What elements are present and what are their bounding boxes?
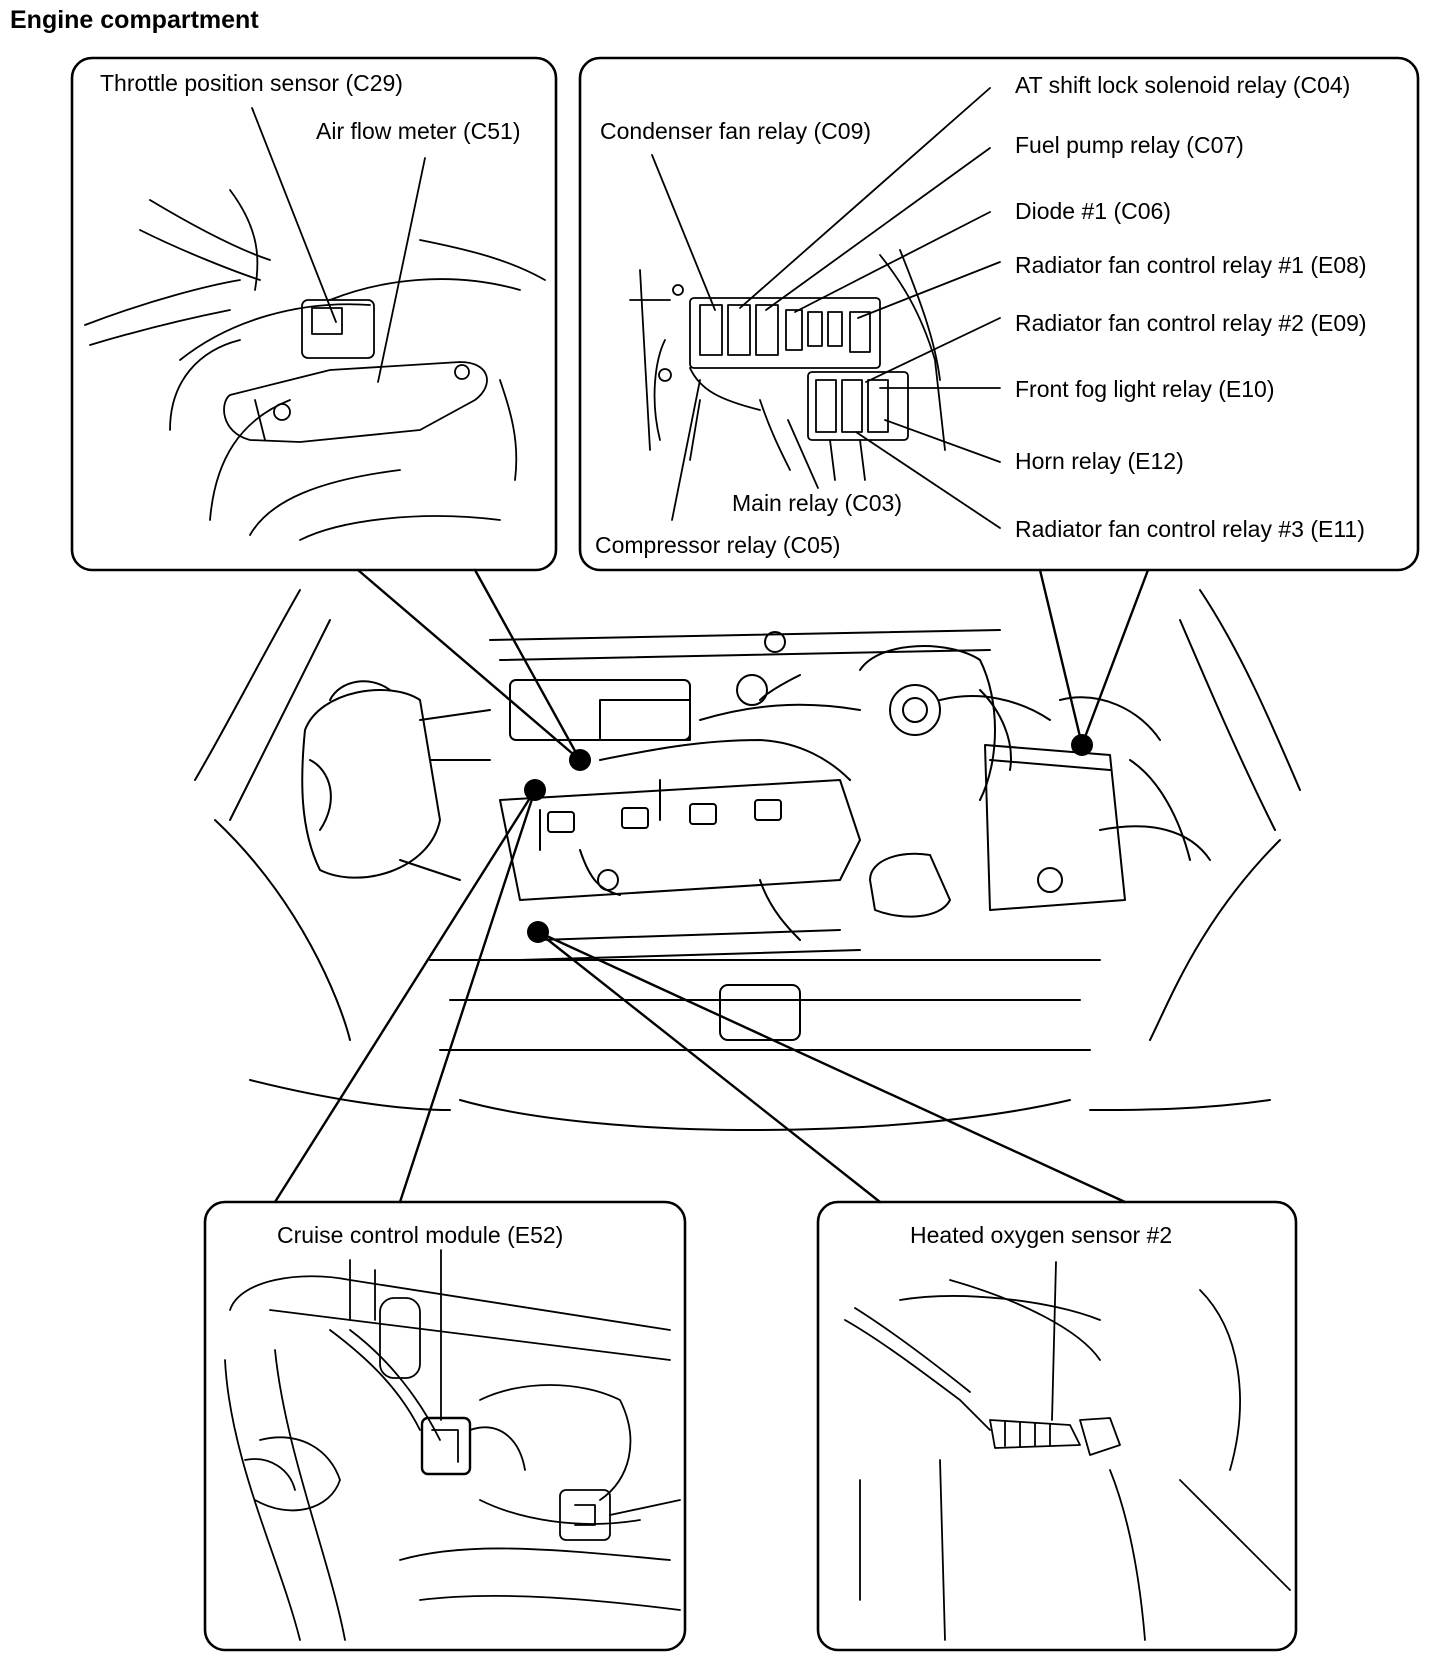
label-heated-oxygen-sensor-2: Heated oxygen sensor #2 (910, 1222, 1173, 1248)
label-compressor-relay: Compressor relay (C05) (595, 532, 841, 558)
page-title: Engine compartment (10, 6, 259, 34)
relay-box-art (629, 87, 1001, 529)
label-fuel-pump-relay: Fuel pump relay (C07) (1015, 132, 1244, 158)
label-main-relay: Main relay (C03) (732, 490, 902, 516)
callout-box-top-right (578, 56, 1420, 572)
cruise-module-art (224, 1249, 681, 1641)
marker-relay-box (1071, 734, 1093, 756)
oxygen-sensor-art (844, 1261, 1291, 1641)
callout-box-bottom-left (203, 1200, 687, 1652)
throttle-airflow-art (84, 107, 546, 541)
label-front-fog-light-relay: Front fog light relay (E10) (1015, 376, 1275, 402)
callout-box-bottom-right (816, 1200, 1298, 1652)
label-air-flow-meter: Air flow meter (C51) (316, 118, 521, 144)
callout-box-top-left (70, 56, 558, 572)
engine-bay-art (194, 589, 1301, 1131)
label-cruise-control-module: Cruise control module (E52) (277, 1222, 564, 1248)
label-at-shift-lock-relay: AT shift lock solenoid relay (C04) (1015, 72, 1351, 98)
label-radiator-fan-relay-2: Radiator fan control relay #2 (E09) (1015, 310, 1367, 336)
label-condenser-fan-relay: Condenser fan relay (C09) (600, 118, 872, 144)
label-horn-relay: Horn relay (E12) (1015, 448, 1184, 474)
label-radiator-fan-relay-3: Radiator fan control relay #3 (E11) (1015, 516, 1365, 542)
label-throttle-position-sensor: Throttle position sensor (C29) (100, 70, 403, 96)
marker-cruise-module (524, 779, 546, 801)
marker-tps-afm (569, 749, 591, 771)
marker-oxygen-sensor (527, 921, 549, 943)
label-radiator-fan-relay-1: Radiator fan control relay #1 (E08) (1015, 252, 1367, 278)
label-diode-1: Diode #1 (C06) (1015, 198, 1171, 224)
location-markers (524, 734, 1093, 943)
